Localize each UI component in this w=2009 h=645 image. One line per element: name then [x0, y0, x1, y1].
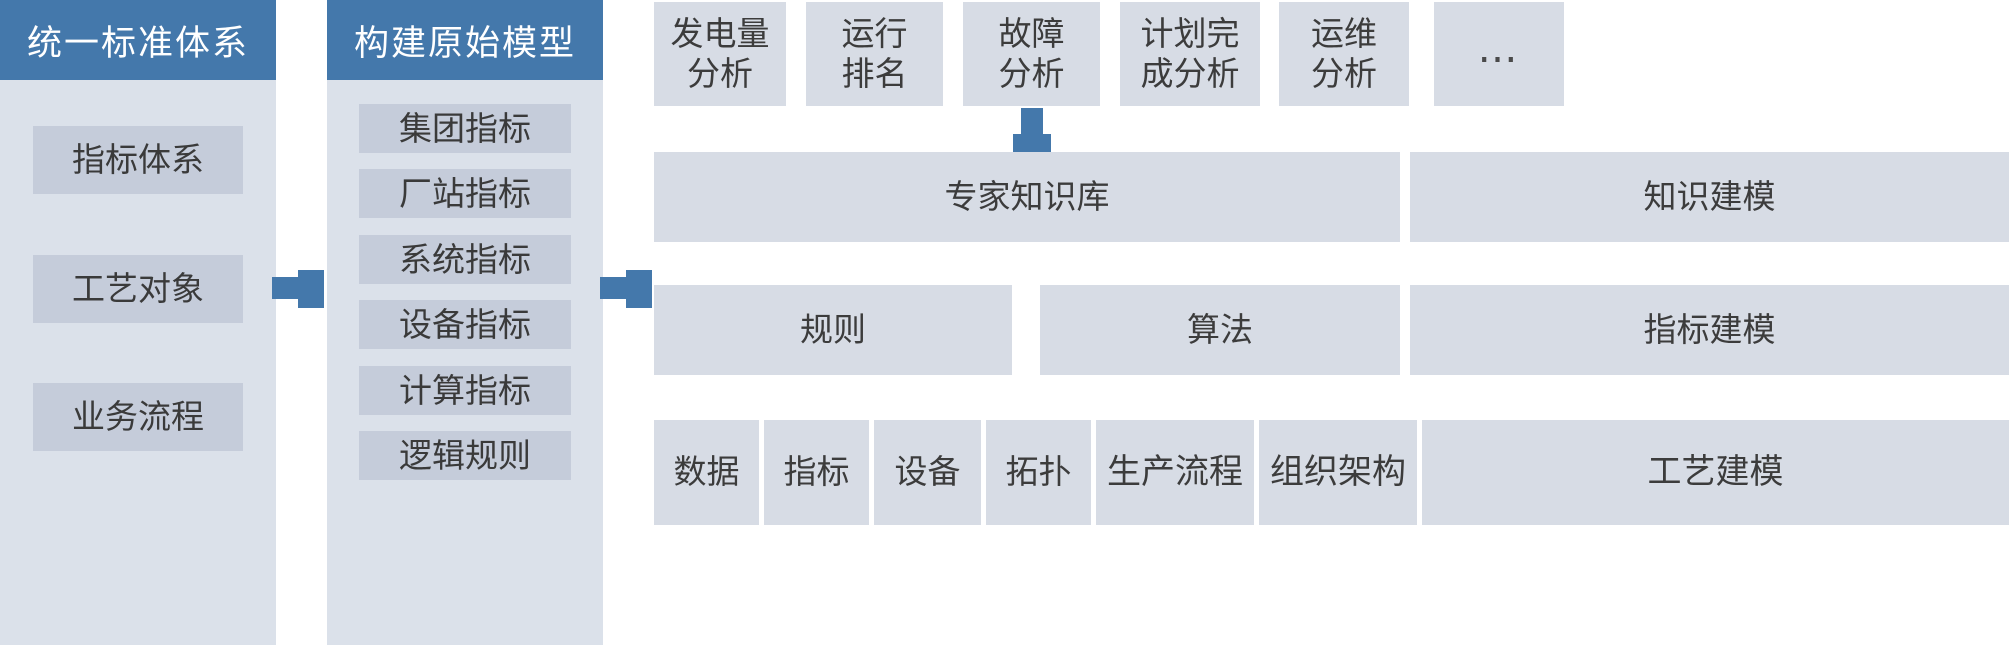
base-tile-1-label: 指标: [783, 452, 850, 492]
base-tile-5[interactable]: 组织架构: [1259, 420, 1417, 525]
indicator-modeling-tile[interactable]: 指标建模: [1410, 285, 2009, 375]
analysis-tile-0[interactable]: 发电量 分析: [654, 2, 786, 106]
analysis-tile-0-label: 发电量 分析: [670, 13, 770, 93]
analysis-tile-more[interactable]: …: [1434, 2, 1564, 106]
algorithm-tile[interactable]: 算法: [1040, 285, 1400, 375]
left-item-1-label: 工艺对象: [72, 269, 204, 309]
indicator-modeling-label: 指标建模: [1643, 309, 1776, 349]
arrow-left-to-middle-icon: [272, 270, 324, 308]
middle-item-5-label: 逻辑规则: [399, 435, 531, 475]
middle-item-5[interactable]: 逻辑规则: [359, 431, 571, 480]
middle-item-4-label: 计算指标: [399, 370, 531, 410]
process-modeling-label: 工艺建模: [1647, 451, 1784, 492]
process-modeling-tile[interactable]: 工艺建模: [1422, 420, 2009, 525]
middle-item-0[interactable]: 集团指标: [359, 104, 571, 153]
analysis-tile-1-label: 运行 排名: [841, 13, 908, 93]
base-tile-0[interactable]: 数据: [654, 420, 759, 525]
middle-item-3-label: 设备指标: [399, 304, 531, 344]
knowledge-base-label: 专家知识库: [944, 176, 1110, 216]
base-tile-5-label: 组织架构: [1270, 451, 1406, 492]
analysis-tile-2-label: 故障 分析: [998, 13, 1065, 93]
arrow-middle-to-right-icon: [600, 270, 652, 308]
base-tile-1[interactable]: 指标: [764, 420, 869, 525]
middle-item-3[interactable]: 设备指标: [359, 300, 571, 349]
base-tile-2-label: 设备: [894, 452, 961, 492]
middle-item-2[interactable]: 系统指标: [359, 235, 571, 284]
middle-item-0-label: 集团指标: [399, 108, 531, 148]
left-panel-title: 统一标准体系: [26, 23, 249, 64]
analysis-tile-4-label: 运维 分析: [1311, 13, 1377, 93]
left-item-0[interactable]: 指标体系: [33, 126, 243, 194]
arrow-shaft: [600, 277, 632, 299]
base-tile-0-label: 数据: [673, 452, 740, 492]
arrow-head: [626, 270, 652, 308]
middle-item-2-label: 系统指标: [399, 239, 531, 279]
middle-panel-header: 构建原始模型: [327, 0, 603, 80]
analysis-tile-3[interactable]: 计划完 成分析: [1120, 2, 1260, 106]
base-tile-3-label: 拓扑: [1005, 452, 1072, 492]
left-panel-header: 统一标准体系: [0, 0, 276, 80]
analysis-tile-4[interactable]: 运维 分析: [1279, 2, 1409, 106]
knowledge-modeling-label: 知识建模: [1643, 176, 1776, 216]
analysis-tile-3-label: 计划完 成分析: [1140, 13, 1240, 93]
left-item-0-label: 指标体系: [72, 140, 204, 180]
arrow-head: [298, 270, 324, 308]
middle-item-1[interactable]: 厂站指标: [359, 169, 571, 218]
base-tile-2[interactable]: 设备: [874, 420, 981, 525]
arrow-shaft: [272, 277, 304, 299]
rule-label: 规则: [800, 309, 866, 349]
analysis-tile-2[interactable]: 故障 分析: [963, 2, 1100, 106]
base-tile-3[interactable]: 拓扑: [986, 420, 1091, 525]
rule-tile[interactable]: 规则: [654, 285, 1012, 375]
left-item-1[interactable]: 工艺对象: [33, 255, 243, 323]
knowledge-base-tile[interactable]: 专家知识库: [654, 152, 1400, 242]
middle-item-4[interactable]: 计算指标: [359, 366, 571, 415]
middle-panel-title: 构建原始模型: [353, 23, 576, 64]
algorithm-label: 算法: [1187, 309, 1253, 349]
left-item-2[interactable]: 业务流程: [33, 383, 243, 451]
arrow-shaft: [1021, 108, 1043, 140]
analysis-tile-1[interactable]: 运行 排名: [806, 2, 943, 106]
base-tile-4-label: 生产流程: [1107, 451, 1243, 492]
middle-item-1-label: 厂站指标: [399, 173, 531, 213]
left-item-2-label: 业务流程: [72, 397, 204, 437]
knowledge-modeling-tile[interactable]: 知识建模: [1410, 152, 2009, 242]
base-tile-4[interactable]: 生产流程: [1096, 420, 1254, 525]
analysis-tile-more-label: …: [1477, 25, 1521, 72]
